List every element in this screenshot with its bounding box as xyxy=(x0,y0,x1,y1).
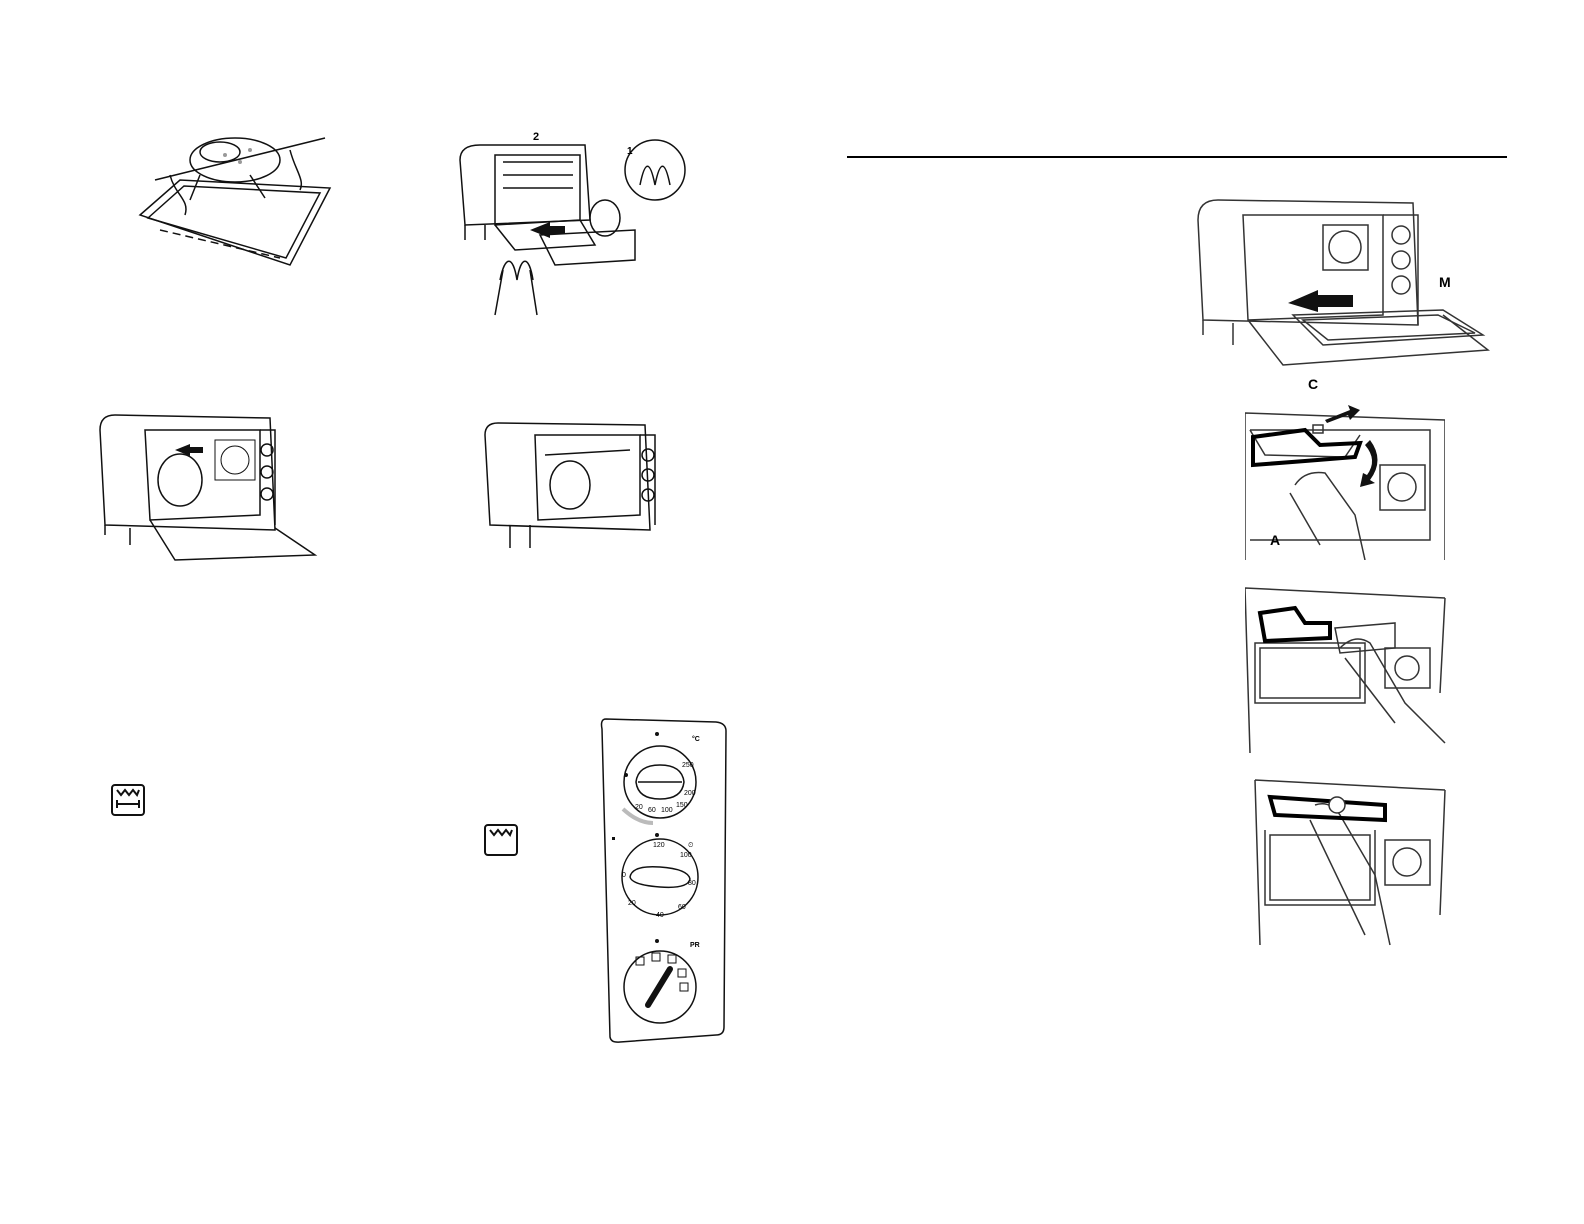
temp-mark-200: 200 xyxy=(684,790,696,797)
figure-oven-crumb-tray: M xyxy=(1193,195,1493,380)
label-C: C xyxy=(1308,376,1318,392)
timer-mark-20: 20 xyxy=(628,900,636,907)
function-icon-2 xyxy=(651,952,661,962)
temp-mark-150: 150 xyxy=(676,802,688,809)
timer-mark-80: 80 xyxy=(688,880,696,887)
temp-unit-label: °C xyxy=(692,735,700,743)
figure-oven-chicken-closed xyxy=(480,420,665,555)
figure-refit-cover-hand xyxy=(1245,775,1450,950)
timer-mark-60: 60 xyxy=(678,904,686,911)
oven-heat-top-icon xyxy=(484,824,518,856)
function-icon-3 xyxy=(667,954,677,964)
timer-clock-icon: ⏲ xyxy=(688,842,694,849)
label-M: M xyxy=(1439,274,1451,290)
figure-insert-spit-oven: 2 1 xyxy=(455,130,690,320)
figure-remove-panel-A-C: C A xyxy=(1245,375,1445,560)
function-icon-1 xyxy=(635,956,645,966)
temp-mark-100: 100 xyxy=(661,807,673,814)
figure-lamp-cover-hand xyxy=(1245,583,1450,758)
function-icon-5 xyxy=(679,982,689,992)
timer-mark-100: 100 xyxy=(680,852,692,859)
figure-oven-chicken-door-open xyxy=(95,410,320,565)
temp-mark-20: 20 xyxy=(635,804,643,811)
fig2-label-2: 2 xyxy=(533,131,539,143)
figure-chicken-on-spit-tray xyxy=(130,120,340,270)
function-label: PR xyxy=(690,942,700,949)
fig2-label-1: 1 xyxy=(627,146,633,157)
label-A: A xyxy=(1270,532,1280,548)
section-divider xyxy=(847,156,1507,158)
timer-mark-0: 0 xyxy=(622,872,626,879)
function-icon-4 xyxy=(677,968,687,978)
timer-mark-40: 40 xyxy=(656,912,664,919)
temp-mark-250: 250 xyxy=(682,762,694,769)
control-panel: °C PR 20 60 100 150 200 250 120 100 80 6… xyxy=(598,717,730,1047)
timer-mark-120: 120 xyxy=(653,842,665,849)
oven-heat-top-bottom-icon xyxy=(111,784,145,816)
temp-mark-60: 60 xyxy=(648,807,656,814)
